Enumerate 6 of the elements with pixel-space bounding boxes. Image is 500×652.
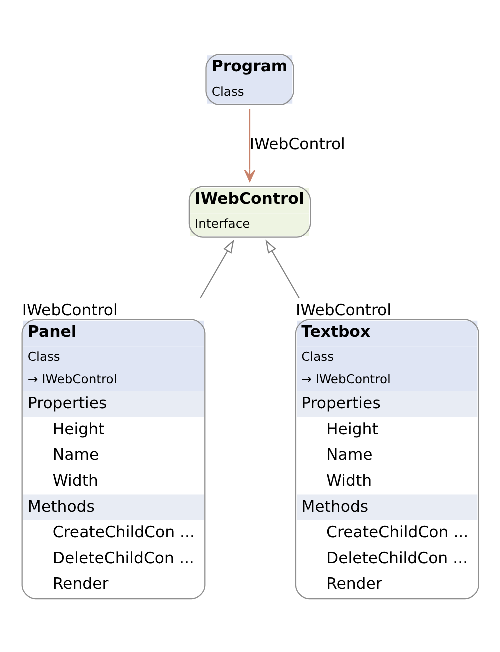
arrow [244, 108, 256, 182]
arrow [266, 239, 300, 298]
node-label: IWebControl [22, 300, 118, 320]
arrow [200, 239, 234, 298]
node-label: IWebControl [296, 300, 392, 320]
edge-label: IWebControl [250, 134, 346, 154]
